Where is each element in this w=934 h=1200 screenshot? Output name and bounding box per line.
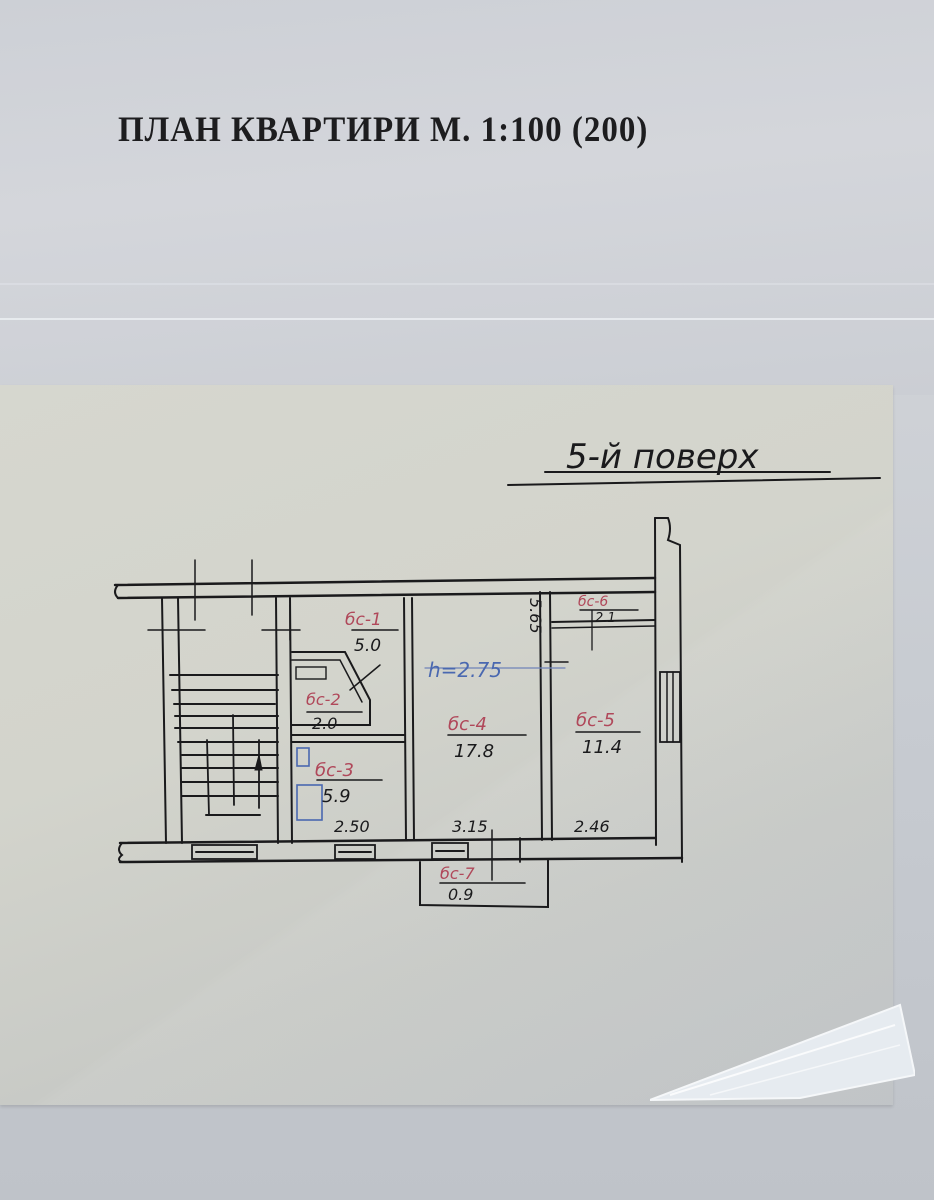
room-5-area: 11.4 [582, 737, 622, 758]
room-2-tag: бс-2 [306, 690, 341, 709]
room-3-tag: бс-3 [315, 760, 354, 781]
room-4-area: 17.8 [454, 741, 494, 762]
room-3-area: 5.9 [322, 786, 351, 807]
room-4-tag: бс-4 [448, 714, 487, 735]
room-1-area: 5.0 [354, 636, 381, 656]
room-7-tag: бс-7 [440, 864, 475, 883]
width-dimension-1: 2.50 [334, 817, 370, 836]
width-dimension-3: 2.46 [574, 817, 610, 836]
document-title: ПЛАН КВАРТИРИ М. 1:100 (200) [118, 110, 649, 150]
vertical-dimension: 5.65 [526, 598, 545, 634]
floor-label: 5-й поверх [566, 437, 759, 477]
room-6-area: 2.1 [595, 611, 616, 626]
ceiling-height-label: h=2.75 [428, 658, 502, 682]
paper-fold-line [0, 318, 934, 320]
tracing-paper-sheet [0, 385, 893, 1105]
room-6-tag: бс-6 [578, 594, 608, 610]
paper-fold-line [0, 283, 934, 285]
room-2-area: 2.0 [312, 714, 337, 733]
room-1-tag: бс-1 [345, 610, 382, 630]
background-paper [0, 0, 934, 395]
width-dimension-2: 3.15 [452, 817, 488, 836]
room-5-tag: бс-5 [576, 710, 615, 731]
room-7-area: 0.9 [448, 885, 473, 904]
tracing-paper-curled-corner [650, 1003, 915, 1101]
